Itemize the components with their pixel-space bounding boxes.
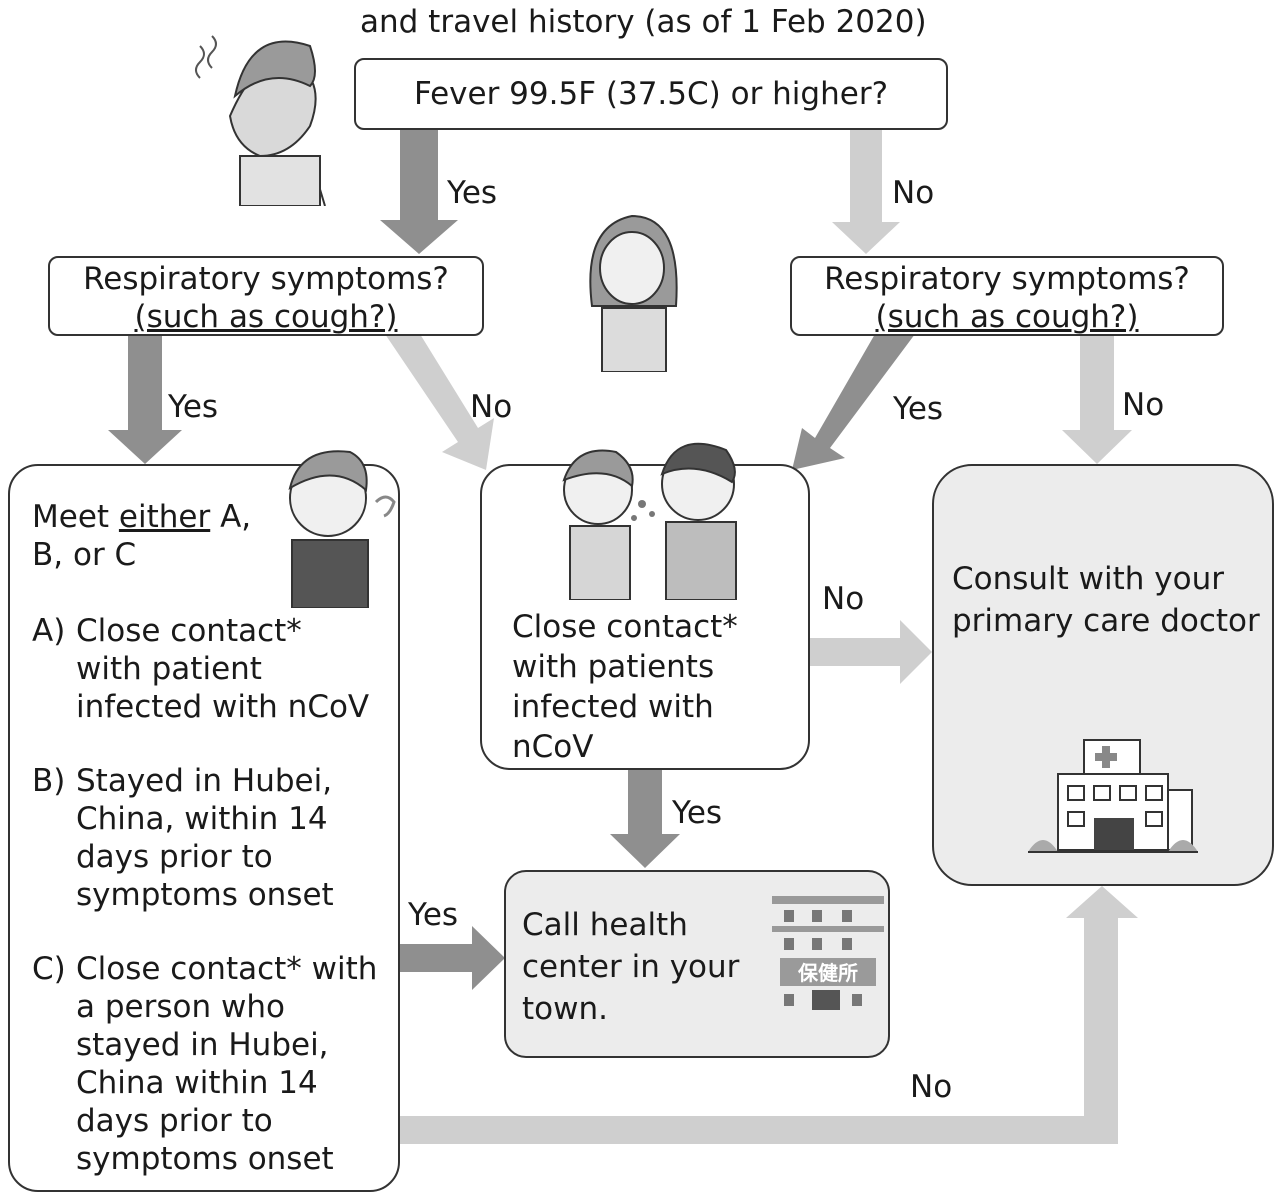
question-respiratory-left-line2: (such as cough?) bbox=[134, 299, 398, 335]
label-contact-no: No bbox=[822, 581, 865, 617]
arrow-contact-yes bbox=[610, 770, 680, 868]
criteria-c-line5: days prior to bbox=[76, 1103, 273, 1139]
criteria-c-line1: Close contact* with bbox=[76, 951, 378, 987]
criteria-intro-pre: Meet bbox=[32, 499, 119, 535]
label-left-no: No bbox=[470, 389, 513, 425]
criteria-c-letter: C) bbox=[32, 951, 66, 987]
label-fever-no: No bbox=[892, 175, 935, 211]
consult-doctor-box: Consult with your primary care doctor bbox=[932, 464, 1274, 886]
criteria-intro-line2: B, or C bbox=[32, 537, 137, 573]
close-contact-line4: nCoV bbox=[512, 729, 594, 765]
question-respiratory-right: Respiratory symptoms? (such as cough?) bbox=[790, 256, 1224, 336]
sick-man-illustration bbox=[195, 35, 326, 206]
close-contact-line3: infected with bbox=[512, 689, 714, 725]
criteria-intro-post: A, bbox=[210, 499, 252, 535]
label-criteria-yes: Yes bbox=[408, 897, 459, 933]
question-fever-text: Fever 99.5F (37.5C) or higher? bbox=[413, 76, 889, 112]
call-health-center-box: Call health center in your town. 保健所 bbox=[504, 870, 890, 1058]
consult-line1: Consult with your bbox=[952, 561, 1225, 597]
arrow-right-yes bbox=[792, 334, 915, 470]
criteria-intro-emphasis: either bbox=[118, 499, 211, 535]
criteria-a-line2: with patient bbox=[76, 651, 262, 687]
arrow-fever-no bbox=[832, 130, 900, 254]
label-right-yes: Yes bbox=[893, 391, 944, 427]
coughing-woman-illustration bbox=[589, 214, 678, 372]
consult-line2: primary care doctor bbox=[952, 603, 1260, 639]
criteria-c-line6: symptoms onset bbox=[76, 1141, 334, 1177]
call-health-line1: Call health bbox=[522, 907, 688, 943]
criteria-c-line2: a person who bbox=[76, 989, 285, 1025]
question-respiratory-left-line1: Respiratory symptoms? bbox=[83, 261, 449, 297]
criteria-intro: Meet either A, bbox=[32, 498, 251, 536]
arrow-criteria-yes bbox=[398, 926, 505, 990]
label-criteria-no: No bbox=[910, 1069, 953, 1105]
close-contact-line1: Close contact* bbox=[512, 609, 738, 645]
coughing-couple-illustration bbox=[562, 442, 737, 600]
criteria-a-letter: A) bbox=[32, 613, 66, 649]
close-contact-line2: with patients bbox=[512, 649, 715, 685]
criteria-c-line4: China within 14 bbox=[76, 1065, 318, 1101]
label-fever-yes: Yes bbox=[447, 175, 498, 211]
question-respiratory-right-line1: Respiratory symptoms? bbox=[824, 261, 1190, 297]
question-respiratory-left: Respiratory symptoms? (such as cough?) bbox=[48, 256, 484, 336]
criteria-b-line3: days prior to bbox=[76, 839, 273, 875]
label-right-no: No bbox=[1122, 387, 1165, 423]
label-left-yes: Yes bbox=[168, 389, 219, 425]
call-health-line3: town. bbox=[522, 991, 608, 1027]
hospital-icon bbox=[1028, 739, 1198, 853]
call-health-line2: center in your bbox=[522, 949, 740, 985]
arrow-left-no bbox=[385, 334, 494, 470]
arrow-criteria-no bbox=[398, 886, 1138, 1144]
criteria-b-line4: symptoms onset bbox=[76, 877, 334, 913]
criteria-a-line3: infected with nCoV bbox=[76, 689, 370, 725]
arrow-right-no bbox=[1062, 334, 1132, 464]
health-center-sign: 保健所 bbox=[798, 961, 858, 985]
thinking-man-illustration bbox=[288, 450, 396, 608]
label-contact-yes: Yes bbox=[672, 795, 723, 831]
close-contact-box: Close contact* with patients infected wi… bbox=[480, 464, 810, 770]
arrow-left-yes bbox=[108, 334, 182, 464]
header-title: and travel history (as of 1 Feb 2020) bbox=[360, 4, 927, 40]
question-fever: Fever 99.5F (37.5C) or higher? bbox=[354, 58, 948, 130]
arrow-contact-no bbox=[808, 620, 932, 684]
criteria-b-line1: Stayed in Hubei, bbox=[76, 763, 333, 799]
criteria-a-line1: Close contact* bbox=[76, 613, 302, 649]
arrow-fever-yes bbox=[380, 130, 458, 254]
criteria-c-line3: stayed in Hubei, bbox=[76, 1027, 329, 1063]
criteria-b-letter: B) bbox=[32, 763, 66, 799]
health-center-building-icon bbox=[772, 896, 884, 1010]
criteria-b-line2: China, within 14 bbox=[76, 801, 328, 837]
question-respiratory-right-line2: (such as cough?) bbox=[875, 299, 1139, 335]
